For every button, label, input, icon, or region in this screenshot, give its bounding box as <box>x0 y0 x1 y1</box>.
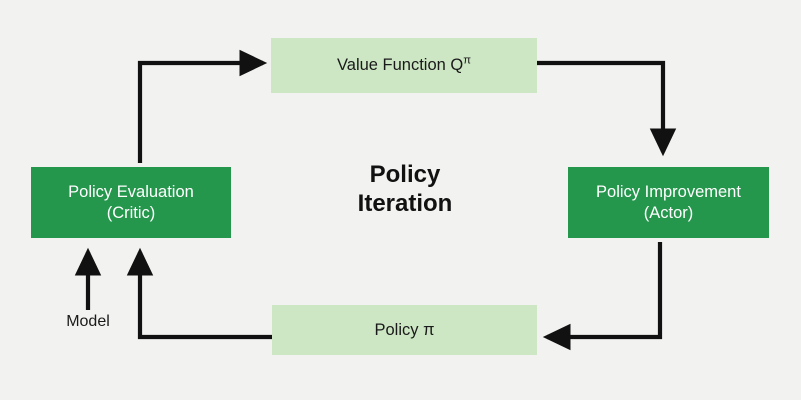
arrow-value-function-to-improvement <box>537 60 677 157</box>
center-title-line2: Iteration <box>357 190 453 218</box>
node-value-function-label: Value Function Qπ <box>336 54 471 75</box>
node-policy-evaluation-label: Policy Evaluation (Critic) <box>68 182 194 222</box>
node-policy-improvement[interactable]: Policy Improvement (Actor) <box>568 167 769 238</box>
model-input-label: Model <box>66 313 110 330</box>
node-policy-improvement-label: Policy Improvement (Actor) <box>596 182 741 222</box>
arrow-evaluation-to-value-function <box>137 49 268 163</box>
node-value-function[interactable]: Value Function Qπ <box>271 38 537 93</box>
node-policy-evaluation[interactable]: Policy Evaluation (Critic) <box>31 167 231 238</box>
arrow-improvement-to-policy <box>542 242 663 351</box>
node-policy-label: Policy π <box>374 320 435 339</box>
superscript-pi: π <box>463 54 471 67</box>
arrow-policy-to-evaluation <box>126 247 272 340</box>
node-policy[interactable]: Policy π <box>272 305 537 355</box>
diagram-center-title: Policy Iteration <box>310 160 500 219</box>
center-title-line1: Policy <box>369 161 441 188</box>
